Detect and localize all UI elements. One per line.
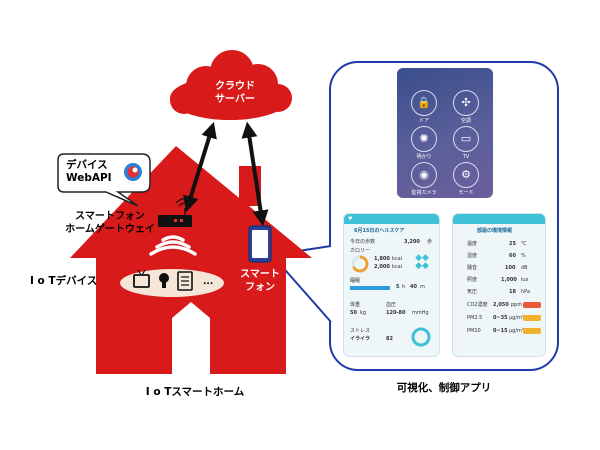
pm10-badge bbox=[523, 328, 541, 334]
iot-devices-more: ... bbox=[203, 277, 214, 287]
house-door bbox=[172, 302, 210, 374]
control-app-screen: 🔒 ドア ✣ 空調 ✺ 明かり ▭ TV ◉ 監視カメラ ⚙ モード bbox=[397, 68, 493, 198]
door-lock-icon[interactable]: 🔒 bbox=[411, 90, 437, 116]
activity-dots-icon: ◆◆◆◆ bbox=[415, 253, 429, 271]
iot-devices-label: I o Tデバイス bbox=[30, 275, 98, 287]
environment-header: 部屋の環境情報 bbox=[477, 228, 513, 234]
smartphone-label: スマートフォン bbox=[240, 269, 280, 293]
appliance-icon bbox=[177, 271, 193, 291]
sleep-bar bbox=[350, 286, 390, 290]
camera-icon[interactable]: ◉ bbox=[411, 162, 437, 188]
wifi-signal-icon bbox=[149, 235, 197, 256]
arrow-cloud-gateway bbox=[183, 121, 217, 213]
tv-icon bbox=[133, 269, 150, 288]
apps-caption: 可視化、制御アプリ bbox=[396, 382, 492, 394]
health-header: 6月15日のヘルスケア bbox=[354, 228, 405, 234]
tv-control-icon[interactable]: ▭ bbox=[453, 126, 479, 152]
stress-ring-chart bbox=[411, 327, 431, 347]
cloud-icon bbox=[170, 50, 292, 120]
house-caption: I o Tスマートホーム bbox=[145, 386, 245, 398]
pm25-badge bbox=[523, 315, 541, 321]
light-icon[interactable]: ✺ bbox=[411, 126, 437, 152]
light-bulb-icon bbox=[159, 273, 169, 288]
gateway-label: スマートフォンホームゲートウェイ bbox=[65, 211, 155, 235]
environment-app-screen: 部屋の環境情報 温度 25 ℃ 湿度 60 % 騒音 100 dB 照度 1,0… bbox=[452, 213, 546, 357]
cloud-label: クラウドサーバー bbox=[215, 81, 255, 105]
iot-devices-oval bbox=[120, 269, 224, 297]
mode-gear-icon[interactable]: ⚙ bbox=[453, 162, 479, 188]
webapi-logo-icon bbox=[124, 163, 142, 181]
health-app-screen: ♥ 6月15日のヘルスケア 今日の歩数 3,200 歩 カロリー 1,800 k… bbox=[343, 213, 440, 357]
heart-icon: ♥ bbox=[348, 216, 353, 222]
arrow-cloud-smartphone bbox=[241, 121, 269, 227]
calorie-ring-chart bbox=[351, 255, 369, 273]
co2-warning-badge bbox=[523, 302, 541, 308]
air-conditioner-icon[interactable]: ✣ bbox=[453, 90, 479, 116]
